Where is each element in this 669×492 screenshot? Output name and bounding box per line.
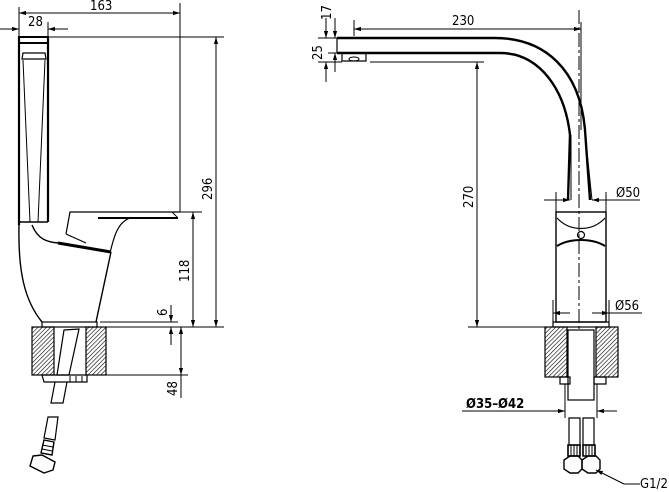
lever xyxy=(17,36,50,225)
front-dimensions: 230 25 17 270 Ø50 Ø56 Ø35–Ø42 xyxy=(311,5,668,492)
dim-spout-thickness: 25 xyxy=(311,45,326,60)
front-supply-hoses xyxy=(563,417,601,474)
dim-base-gap: 6 xyxy=(156,309,171,316)
dim-thread: G1/2 xyxy=(640,477,668,492)
dim-spout-clearance: 270 xyxy=(462,186,477,208)
front-countertop-section xyxy=(544,326,619,401)
spout xyxy=(336,10,593,330)
front-view: 230 25 17 270 Ø50 Ø56 Ø35–Ø42 xyxy=(311,5,668,492)
front-body xyxy=(552,211,610,328)
dim-counter-thickness: 48 xyxy=(166,381,181,396)
dim-outlet-height: 118 xyxy=(178,260,193,282)
dim-mounting-hole: Ø35–Ø42 xyxy=(466,397,524,412)
dim-total-width: 163 xyxy=(90,0,112,14)
supply-hose xyxy=(29,416,59,474)
dim-total-height: 296 xyxy=(201,178,216,200)
side-dimensions: 163 28 296 118 6 48 xyxy=(0,0,224,398)
side-view: 163 28 296 118 6 48 xyxy=(0,0,224,474)
dim-aerator-offset: 17 xyxy=(320,5,335,20)
dim-neck-diameter: Ø50 xyxy=(616,186,640,201)
dim-spout-reach: 230 xyxy=(452,14,474,29)
faucet-body xyxy=(18,211,180,328)
dim-lever-width: 28 xyxy=(28,15,43,30)
countertop-section xyxy=(31,326,107,404)
dim-base-diameter: Ø56 xyxy=(615,299,639,314)
